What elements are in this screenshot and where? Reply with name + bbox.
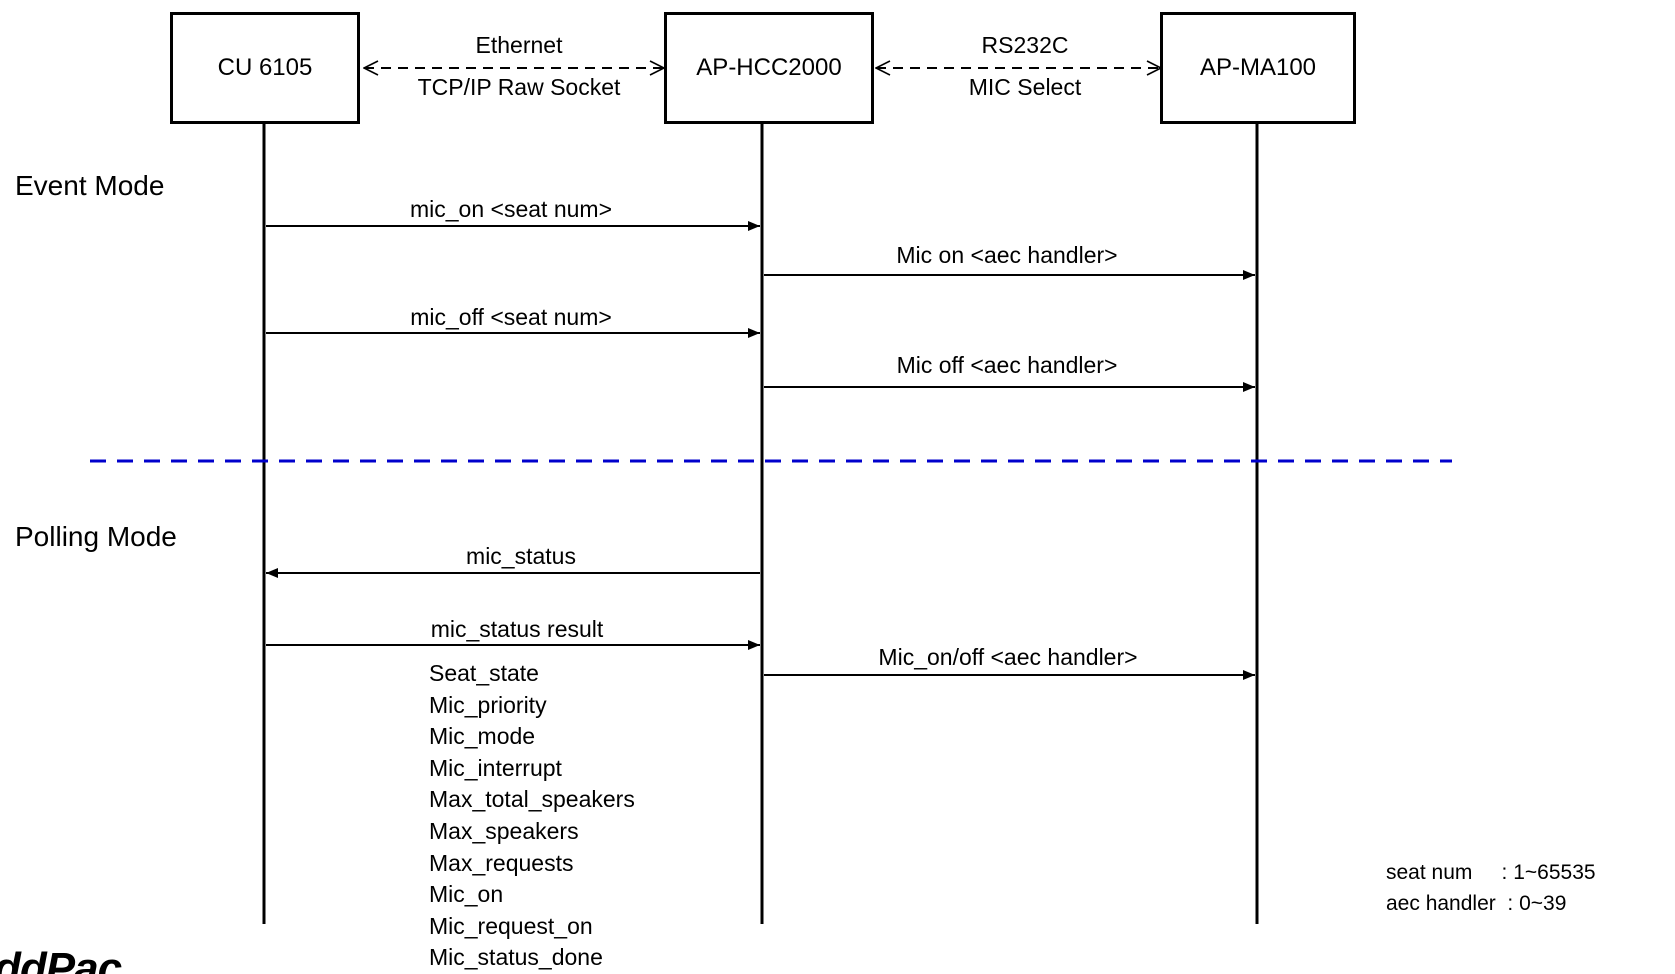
participant-ap-ma100: AP-MA100 (1160, 12, 1356, 124)
brand-logo: ddPac (0, 944, 122, 974)
participant-label: CU 6105 (217, 54, 313, 81)
status-field: Mic_request_on (429, 912, 593, 939)
status-field: Mic_on (429, 881, 504, 908)
status-field: Mic_priority (429, 691, 547, 718)
status-field: Mic_mode (429, 723, 536, 750)
legend: seat num : 1~65535 aec handler : 0~39 (1386, 857, 1596, 919)
link-label-mic-select: MIC Select (968, 74, 1082, 100)
status-field: Max_speakers (429, 817, 579, 844)
message-label-mic-off-aec: Mic off <aec handler> (896, 352, 1118, 378)
polling-mode-label: Polling Mode (15, 521, 177, 552)
status-field: Seat_state (429, 660, 539, 686)
message-label-mic-on: mic_on <seat num> (409, 196, 613, 222)
link-label-rs232c: RS232C (981, 32, 1069, 58)
message-label-mic-status-result: mic_status result (430, 616, 604, 642)
participant-ap-hcc2000: AP-HCC2000 (664, 12, 874, 124)
event-mode-label: Event Mode (15, 170, 165, 201)
legend-aec-handler: aec handler : 0~39 (1386, 892, 1567, 915)
link-label-tcpip: TCP/IP Raw Socket (417, 74, 621, 100)
participant-label: AP-MA100 (1199, 54, 1317, 81)
participant-cu-6105: CU 6105 (170, 12, 360, 124)
participant-label: AP-HCC2000 (696, 54, 842, 81)
message-label-mic-off: mic_off <seat num> (410, 304, 612, 330)
status-field: Max_total_speakers (429, 786, 635, 813)
mic-status-fields: Seat_state Mic_priority Mic_mode Mic_int… (429, 658, 635, 974)
message-label-mic-on-off-aec: Mic_on/off <aec handler> (878, 644, 1138, 670)
message-label-mic-status: mic_status (466, 543, 576, 569)
legend-seat-num: seat num : 1~65535 (1386, 861, 1596, 884)
status-field: Max_requests (429, 849, 574, 876)
message-label-mic-on-aec: Mic on <aec handler> (896, 242, 1118, 268)
status-field: Mic_status_done (429, 944, 603, 971)
status-field: Mic_interrupt (429, 754, 562, 781)
link-label-ethernet: Ethernet (475, 32, 563, 58)
